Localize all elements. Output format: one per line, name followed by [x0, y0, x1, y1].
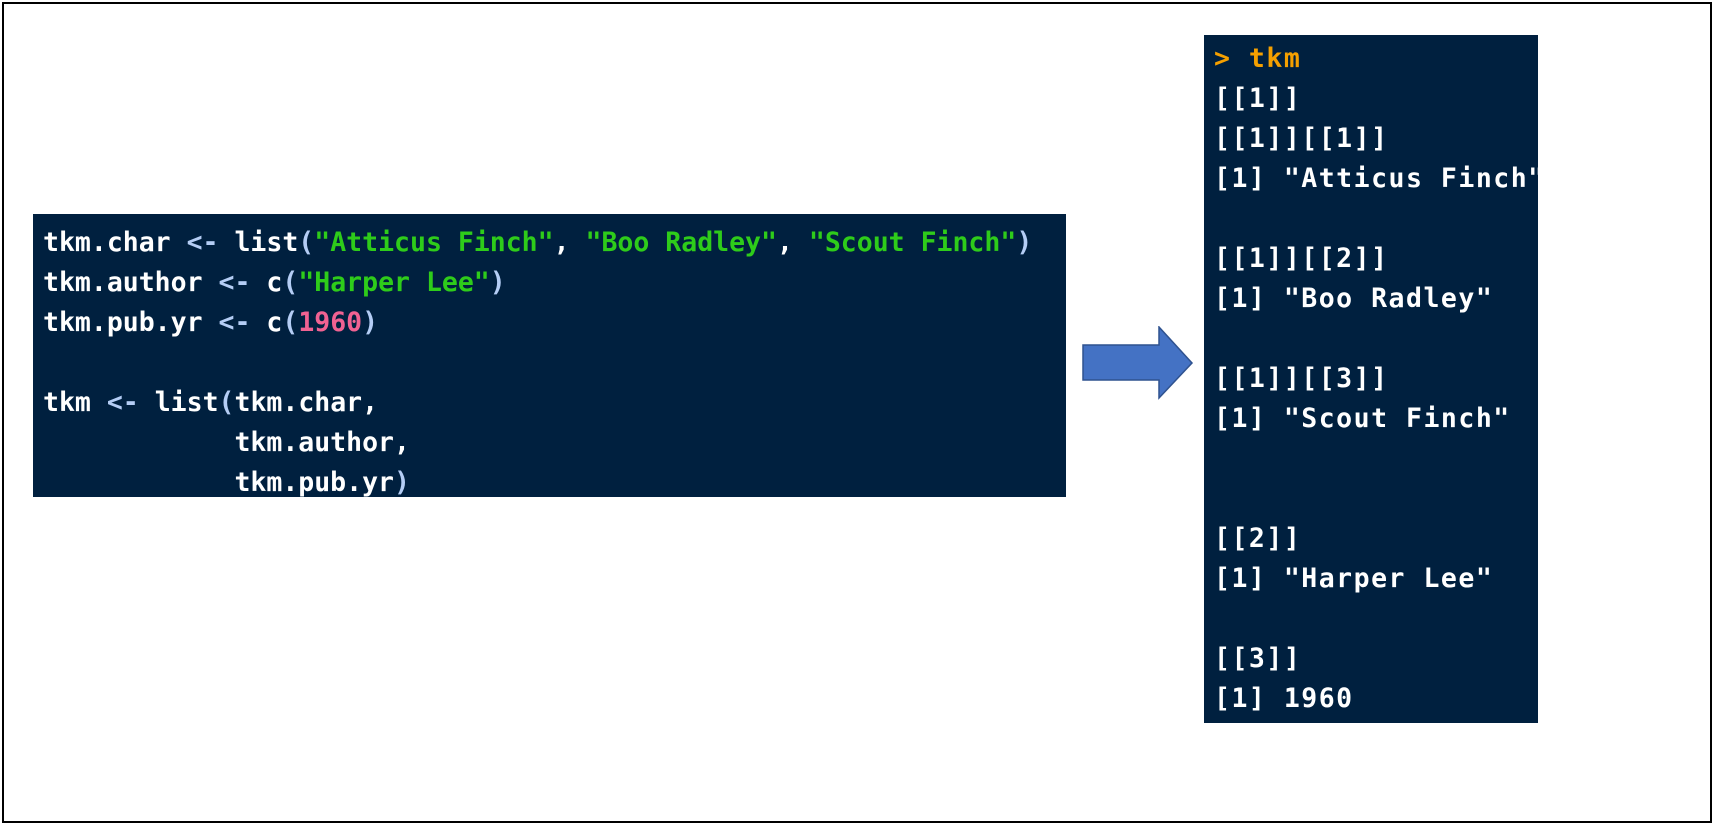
code-token-str: "Harper Lee" — [298, 267, 490, 298]
console-line: [1] "Scout Finch" — [1214, 403, 1511, 434]
console-line: [1] "Boo Radley" — [1214, 283, 1494, 314]
console-prompt: > tkm — [1214, 43, 1302, 74]
code-token-op: ) — [489, 267, 506, 298]
code-token-str: "Boo Radley" — [585, 227, 777, 258]
code-editor-panel: tkm.char <- list("Atticus Finch", "Boo R… — [33, 214, 1066, 498]
code-token-id: , — [776, 227, 809, 258]
code-token-op: ) — [362, 307, 379, 338]
console-line — [1214, 199, 1538, 239]
code-token-op: ( — [218, 387, 235, 418]
code-token-id: tkm — [43, 387, 107, 418]
code-token-fn: c — [266, 307, 283, 338]
code-line: tkm <- list(tkm.char, — [43, 383, 1066, 423]
console-line — [1214, 599, 1538, 639]
code-token-str: "Atticus Finch" — [314, 227, 554, 258]
code-token-op: ) — [1016, 227, 1033, 258]
code-line: tkm.pub.yr) — [43, 463, 1066, 503]
code-token-id: tkm.char — [43, 227, 187, 258]
code-token-op: <- — [218, 307, 267, 338]
console-output-panel: > tkm [[1]][[1]][[1]][1] "Atticus Finch"… — [1204, 35, 1546, 723]
console-line — [1214, 319, 1538, 359]
console-line: [1] 1960 — [1214, 683, 1354, 714]
code-token-fn: list — [234, 227, 299, 258]
code-token-op: <- — [106, 387, 155, 418]
code-token-id: tkm.author — [43, 267, 219, 298]
code-token-op: ( — [282, 307, 299, 338]
code-token-id: tkm.char, — [234, 387, 379, 418]
code-token-op: ( — [298, 227, 315, 258]
code-token-str: "Scout Finch" — [808, 227, 1017, 258]
console-line: [[3]] — [1214, 643, 1302, 674]
console-line — [1214, 479, 1538, 519]
code-token-op: ) — [394, 467, 410, 498]
code-line: tkm.author, — [43, 423, 1066, 463]
console-line: [1] "Atticus Finch" — [1214, 163, 1546, 194]
code-line: tkm.char <- list("Atticus Finch", "Boo R… — [43, 223, 1066, 263]
code-token-id: , — [553, 227, 586, 258]
code-token-id: tkm.pub.yr — [43, 307, 219, 338]
console-line: [[1]][[2]] — [1214, 243, 1389, 274]
code-token-id: tkm.pub.yr — [43, 467, 394, 498]
code-token-fn: c — [266, 267, 283, 298]
console-line — [1214, 439, 1538, 479]
code-line: tkm.pub.yr <- c(1960) — [43, 303, 1066, 343]
console-line: [[1]][[1]] — [1214, 123, 1389, 154]
code-line — [43, 343, 1066, 383]
code-token-fn: list — [154, 387, 219, 418]
code-token-id: tkm.author, — [43, 427, 410, 458]
console-line: [[1]] — [1214, 83, 1302, 114]
code-line: tkm.author <- c("Harper Lee") — [43, 263, 1066, 303]
code-token-op: <- — [186, 227, 235, 258]
code-token-op: <- — [218, 267, 267, 298]
code-token-num: 1960 — [298, 307, 363, 338]
console-line: [1] "Harper Lee" — [1214, 563, 1494, 594]
console-line: [[2]] — [1214, 523, 1302, 554]
right-arrow-icon — [1082, 326, 1194, 400]
console-line: [[1]][[3]] — [1214, 363, 1389, 394]
code-token-op: ( — [282, 267, 299, 298]
